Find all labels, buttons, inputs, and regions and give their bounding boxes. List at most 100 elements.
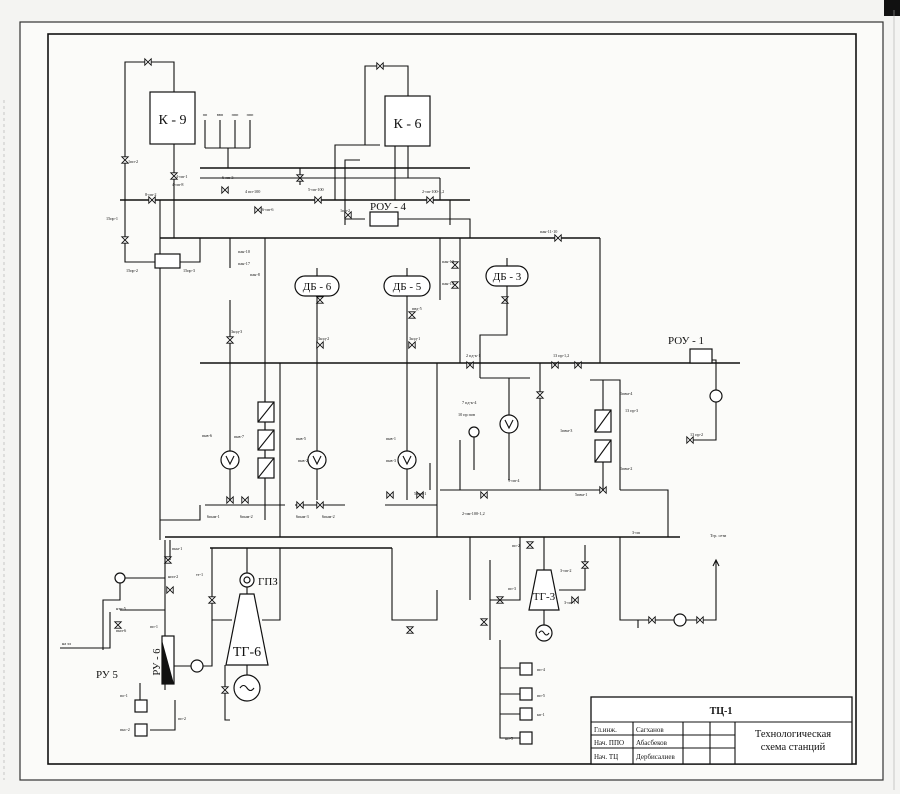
- top-valve-label-4: ппп: [247, 112, 254, 117]
- valve-symbol: [551, 360, 559, 370]
- valve-label: пп-4: [537, 667, 546, 672]
- valve-symbol: [386, 490, 394, 500]
- valve-label: нпп-2: [168, 574, 178, 579]
- title-name-1: Сагханов: [636, 726, 664, 734]
- title-role-2: Нач. ППО: [594, 739, 624, 747]
- valve-symbol: [648, 615, 656, 625]
- boiler-k9-label: К - 9: [159, 113, 187, 128]
- drawing-title-line2: схема станций: [761, 742, 826, 753]
- valve-label: 1пвм-4: [620, 391, 633, 396]
- valve-symbol: [148, 195, 156, 205]
- valve-label: пп-2: [178, 716, 186, 721]
- heat-network-label: Тгр. сети: [710, 533, 727, 538]
- valve-label: 6-пп-6: [262, 207, 273, 212]
- rou4-label: РОУ - 4: [370, 201, 407, 213]
- valve-label: 1пвм-2: [620, 466, 632, 471]
- valve-symbol: [599, 485, 607, 495]
- valve-symbol: [535, 391, 545, 399]
- valve-symbol: [426, 195, 434, 205]
- valve-symbol: [144, 57, 152, 67]
- heater-group-right: [539, 363, 621, 491]
- valve-label: пан-13: [442, 259, 454, 264]
- valve-label: 13 пр-1,2: [553, 353, 569, 359]
- gpz-label: ГПЗ: [258, 576, 278, 588]
- db3-label: ДБ - 3: [493, 271, 522, 283]
- valve-label: 15пр-3: [183, 268, 195, 273]
- valve-label: пнв-5: [296, 436, 306, 441]
- title-block-code: ТЦ-1: [710, 706, 733, 717]
- valve-label: пнв-7: [234, 434, 244, 439]
- valve-label: 9-пп-4: [508, 478, 520, 483]
- valve-label: 4-пп-8: [172, 182, 183, 187]
- deaerator-db6: ДБ - 6: [294, 268, 340, 500]
- valve-label: 6пнм-2: [240, 514, 253, 519]
- valve-label: 1пвм-3: [560, 428, 572, 433]
- steam-headers: [120, 167, 740, 549]
- valve-label: пп-2: [512, 543, 520, 548]
- tg6-label: ТГ-6: [233, 645, 261, 660]
- valve-label: пнв-1: [386, 436, 396, 441]
- valve-symbol: [169, 172, 179, 180]
- valve-label: нп-5: [505, 736, 513, 741]
- valve-symbol: [296, 500, 304, 510]
- valve-symbol: [314, 195, 322, 205]
- valve-label: тт-1: [196, 572, 203, 577]
- valve-symbol: [226, 495, 234, 505]
- rou-15pr: [124, 238, 201, 269]
- valve-label: 2-пм-100-1,2: [462, 511, 485, 517]
- valve-symbol: [113, 621, 123, 629]
- valve-symbol: [580, 561, 590, 569]
- valve-label: пнв-2: [298, 458, 308, 463]
- valve-label: пнв-3: [386, 458, 396, 463]
- tg3-label: ТГ-3: [533, 591, 556, 603]
- left-exit-label: на эл: [62, 641, 71, 646]
- valve-symbol: [408, 340, 416, 350]
- rou1: РОУ - 1: [668, 335, 723, 441]
- valve-symbol: [316, 340, 324, 350]
- pump-db3: [468, 377, 530, 480]
- valve-symbol: [315, 296, 325, 304]
- boiler-k6-label: К - 6: [394, 117, 422, 132]
- valve-symbol: [254, 205, 262, 215]
- valve-label: 4 пп-100: [245, 189, 260, 194]
- valve-label: 2-пп-100-1,2: [422, 189, 444, 195]
- valve-label: 6пнм-1: [207, 514, 220, 519]
- rou1-label: РОУ - 1: [668, 335, 704, 347]
- valve-label: 7 пд-к-4: [462, 400, 477, 405]
- valve-label: пнп-6: [116, 628, 126, 633]
- ru5-label: РУ 5: [96, 669, 118, 681]
- title-role-1: Гл.инж.: [594, 726, 617, 734]
- valve-symbol: [450, 261, 460, 269]
- valve-label: пан-14: [442, 281, 455, 286]
- ru6-label: РУ - 6: [152, 648, 163, 675]
- valve-label: 5пвм-1: [414, 491, 426, 496]
- top-valve-cluster: пп ввп ппп ппп: [203, 112, 254, 168]
- valve-symbol: [686, 435, 694, 445]
- valve-label: нтп-5: [116, 606, 126, 611]
- valve-symbol: [120, 156, 130, 164]
- valve-label: 3-пп-1: [564, 600, 575, 605]
- header-drops: [229, 238, 601, 537]
- turbine-tg3: ТГ-3 Тгр. сети: [391, 489, 727, 642]
- valve-symbol: [407, 311, 417, 319]
- top-valve-label-3: ппп: [232, 112, 239, 117]
- valve-symbol: [571, 595, 579, 605]
- valve-label: 3-пп-2: [560, 568, 571, 573]
- valve-label: 3-пп: [632, 530, 641, 535]
- valve-label: пвд-5: [412, 306, 422, 311]
- valve-symbol: [480, 490, 488, 500]
- valve-symbol: [574, 360, 582, 370]
- db6-label: ДБ - 6: [303, 281, 332, 293]
- valve-label: пнн-1: [172, 546, 182, 551]
- valve-symbol: [479, 618, 489, 626]
- valve-symbol: [405, 626, 415, 634]
- valve-symbol: [163, 556, 173, 564]
- valve-symbol: [316, 500, 324, 510]
- turbine-tg6: ГПЗ ТГ-6: [211, 548, 281, 721]
- valve-label: 5-пп-100: [308, 187, 324, 192]
- valve-label: 6-пп-3: [222, 175, 233, 180]
- valve-label: пан-17: [238, 261, 250, 266]
- pump-db5: [385, 450, 437, 506]
- valve-label: 3кзд-2: [318, 336, 329, 341]
